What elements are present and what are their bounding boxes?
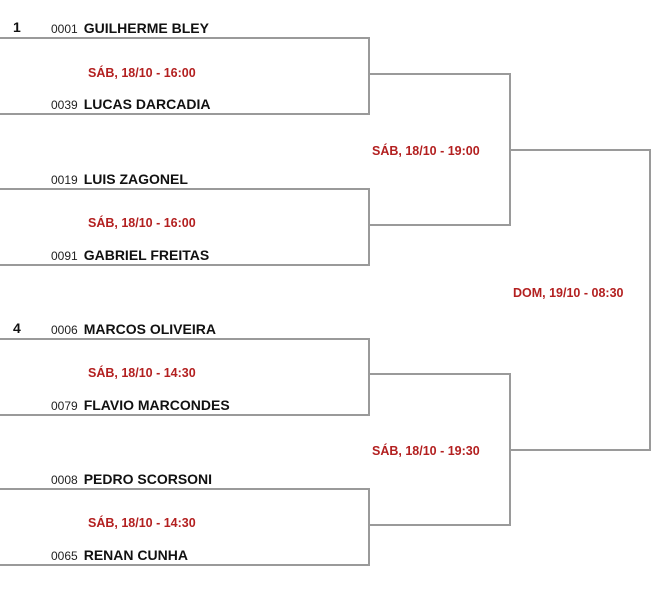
bracket-line xyxy=(649,149,651,451)
player-code: 0079 xyxy=(51,399,78,413)
bracket-line xyxy=(0,488,370,490)
bracket-line xyxy=(369,224,511,226)
bracket-line xyxy=(369,73,511,75)
player-code: 0091 xyxy=(51,249,78,263)
player-name: MARCOS OLIVEIRA xyxy=(83,321,216,337)
final-match-date: DOM, 19/10 - 08:30 xyxy=(513,286,624,300)
player-entry[interactable]: 0008 PEDRO SCORSONI xyxy=(51,470,212,488)
bracket-line xyxy=(369,373,511,375)
bracket-line xyxy=(0,264,370,266)
player-code: 0006 xyxy=(51,323,78,337)
bracket-line xyxy=(0,564,370,566)
player-name: GUILHERME BLEY xyxy=(83,20,209,36)
player-code: 0039 xyxy=(51,98,78,112)
player-entry[interactable]: 0091 GABRIEL FREITAS xyxy=(51,246,209,264)
match-date: SÁB, 18/10 - 19:30 xyxy=(372,444,480,458)
bracket-line xyxy=(0,113,370,115)
player-code: 0019 xyxy=(51,173,78,187)
player-entry[interactable]: 0065 RENAN CUNHA xyxy=(51,546,188,564)
bracket-line xyxy=(368,488,370,566)
match-date: SÁB, 18/10 - 14:30 xyxy=(88,366,196,380)
player-entry[interactable]: 0006 MARCOS OLIVEIRA xyxy=(51,320,216,338)
player-entry[interactable]: 0079 FLAVIO MARCONDES xyxy=(51,396,230,414)
bracket-line xyxy=(0,414,370,416)
player-entry[interactable]: 0001 GUILHERME BLEY xyxy=(51,19,209,37)
bracket-line xyxy=(0,338,370,340)
match-date: SÁB, 18/10 - 19:00 xyxy=(372,144,480,158)
player-name: FLAVIO MARCONDES xyxy=(83,397,230,413)
player-name: GABRIEL FREITAS xyxy=(83,247,210,263)
bracket-line xyxy=(0,37,370,39)
player-name: LUCAS DARCADIA xyxy=(83,96,211,112)
seed-number: 4 xyxy=(13,320,21,336)
player-code: 0001 xyxy=(51,22,78,36)
bracket-line xyxy=(368,37,370,115)
bracket-line xyxy=(368,338,370,416)
player-name: LUIS ZAGONEL xyxy=(83,171,188,187)
match-date: SÁB, 18/10 - 16:00 xyxy=(88,66,196,80)
bracket-line xyxy=(510,149,651,151)
match-date: SÁB, 18/10 - 16:00 xyxy=(88,216,196,230)
player-entry[interactable]: 0019 LUIS ZAGONEL xyxy=(51,170,188,188)
bracket-line xyxy=(0,188,370,190)
player-code: 0008 xyxy=(51,473,78,487)
bracket-line xyxy=(510,449,651,451)
player-entry[interactable]: 0039 LUCAS DARCADIA xyxy=(51,95,210,113)
match-date: SÁB, 18/10 - 14:30 xyxy=(88,516,196,530)
player-name: PEDRO SCORSONI xyxy=(83,471,213,487)
player-name: RENAN CUNHA xyxy=(83,547,188,563)
player-code: 0065 xyxy=(51,549,78,563)
bracket-line xyxy=(368,188,370,266)
bracket-line xyxy=(369,524,511,526)
seed-number: 1 xyxy=(13,19,21,35)
